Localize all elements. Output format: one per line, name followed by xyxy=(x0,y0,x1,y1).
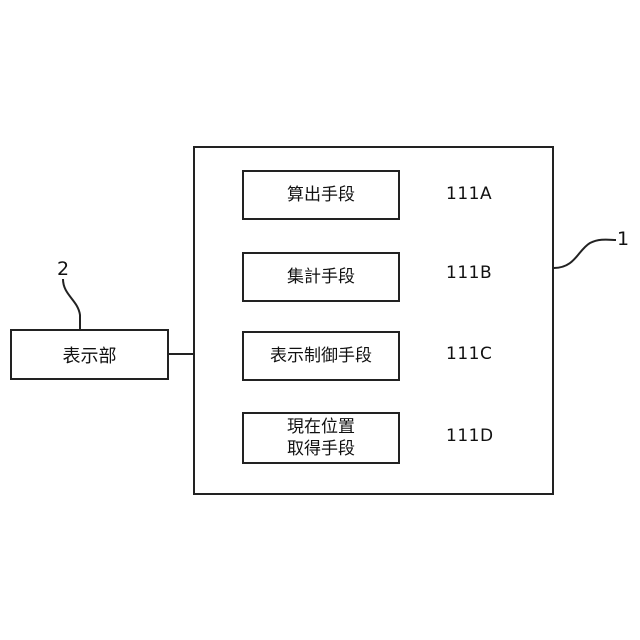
ref-number-display: 2 xyxy=(57,258,69,280)
display-unit-label: 表示部 xyxy=(63,342,117,368)
ref-label-111D: 111D xyxy=(446,426,494,446)
unit-box-position-acquisition: 現在位置 取得手段 xyxy=(242,412,400,464)
unit-label-line-1: 現在位置 xyxy=(287,416,355,438)
ref-label-111A: 111A xyxy=(446,184,492,204)
ref-label-111C: 111C xyxy=(446,344,492,364)
unit-label: 表示制御手段 xyxy=(270,345,372,367)
leader-2 xyxy=(63,279,80,329)
unit-label: 集計手段 xyxy=(287,266,355,288)
leader-1 xyxy=(554,240,616,268)
unit-label-line-2: 取得手段 xyxy=(287,438,355,460)
ref-label-111B: 111B xyxy=(446,263,492,283)
unit-box-calculation: 算出手段 xyxy=(242,170,400,220)
unit-box-display-control: 表示制御手段 xyxy=(242,331,400,381)
unit-label: 算出手段 xyxy=(287,184,355,206)
display-unit-box: 表示部 xyxy=(10,329,169,380)
ref-number-system: 1 xyxy=(617,228,629,250)
unit-box-aggregation: 集計手段 xyxy=(242,252,400,302)
